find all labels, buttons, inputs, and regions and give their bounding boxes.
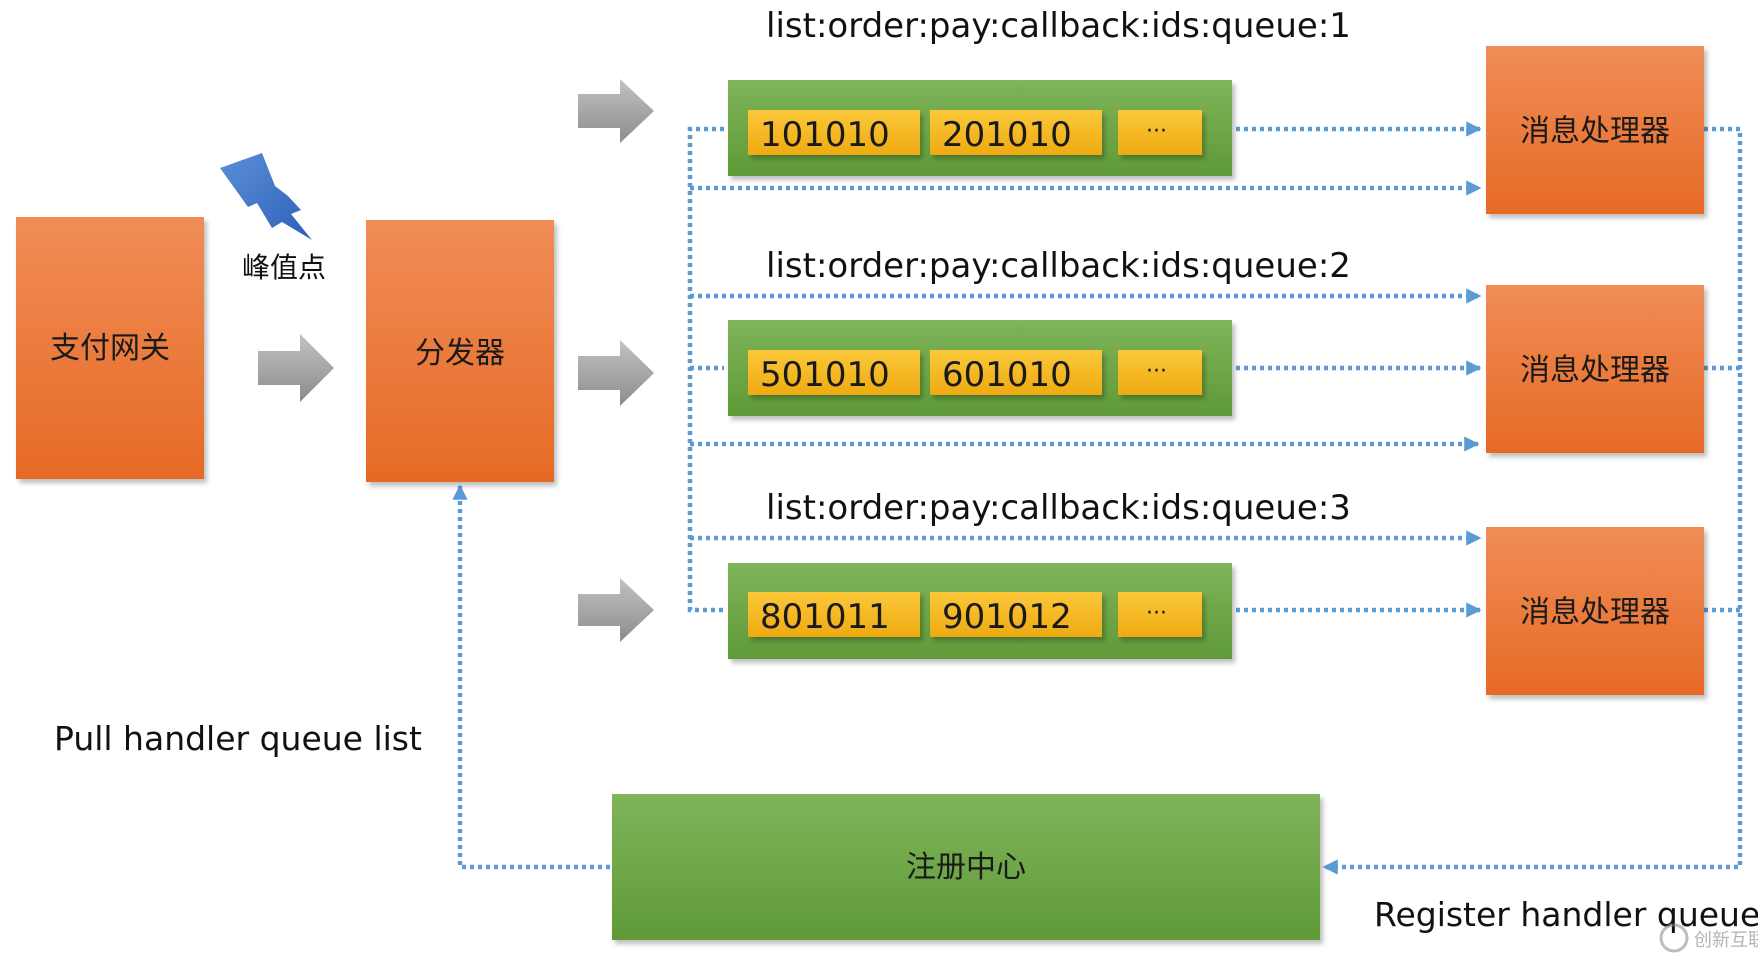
watermark-logo-icon [1659, 923, 1689, 953]
queue-2-item-1-text: 501010 [760, 355, 890, 395]
message-handler-3: 消息处理器 [1486, 527, 1704, 695]
queue-3-item-2-text: 901012 [942, 597, 1072, 637]
queue-1-label: list:order:pay:callback:ids:queue:1 [766, 6, 1351, 46]
queue-3-label: list:order:pay:callback:ids:queue:3 [766, 488, 1351, 528]
registry-label: 注册中心 [906, 850, 1026, 885]
pull-handler-label: Pull handler queue list [54, 719, 422, 758]
message-handler-2-label: 消息处理器 [1520, 353, 1670, 388]
queue-1-item-more-text: ··· [1146, 119, 1167, 144]
message-handler-1-label: 消息处理器 [1520, 114, 1670, 149]
peak-label: 峰值点 [242, 251, 326, 284]
flow-arrow-icon [578, 340, 654, 406]
connector-registry-dispatcher [452, 484, 610, 870]
queue-3-item-1-text: 801011 [760, 597, 890, 637]
queue-3-item-2 [930, 592, 1102, 637]
flow-arrow-icon [258, 334, 334, 402]
dispatcher-label: 分发器 [415, 336, 505, 371]
register-handler-label: Register handler queue [1374, 895, 1758, 934]
message-handler-3-label: 消息处理器 [1520, 595, 1670, 630]
queue-1-item-1 [748, 110, 920, 155]
watermark-text: 创新互联 [1694, 930, 1758, 951]
queue-1: 101010 201010 ··· [728, 80, 1232, 176]
queue-1-item-more [1118, 110, 1202, 155]
queue-1-item-1-text: 101010 [760, 115, 890, 155]
queue-2: 501010 601010 ··· [728, 320, 1232, 416]
message-handler-1: 消息处理器 [1486, 46, 1704, 214]
connector-lines [452, 121, 1743, 875]
queue-1-item-2-text: 201010 [942, 115, 1072, 155]
queue-2-item-2-text: 601010 [942, 355, 1072, 395]
queue-3-item-1 [748, 592, 920, 637]
queue-3: 801011 901012 ··· [728, 563, 1232, 659]
watermark: 创新互联 [1659, 923, 1758, 953]
payment-gateway-node: 支付网关 [16, 217, 204, 479]
flow-arrow-icon [578, 578, 654, 642]
payment-gateway-label: 支付网关 [50, 331, 170, 366]
queue-1-item-2 [930, 110, 1102, 155]
flow-arrow-icon [578, 79, 654, 143]
queue-2-item-2 [930, 350, 1102, 395]
registry-node: 注册中心 [612, 794, 1320, 940]
queue-2-label: list:order:pay:callback:ids:queue:2 [766, 246, 1351, 286]
lightning-bolt-icon [220, 153, 312, 240]
queue-2-item-more-text: ··· [1146, 359, 1167, 384]
queue-2-item-1 [748, 350, 920, 395]
dispatcher-node: 分发器 [366, 220, 554, 482]
queue-3-item-more-text: ··· [1146, 601, 1167, 626]
connector-right-register-bus [1322, 126, 1743, 875]
queue-2-item-more [1118, 350, 1202, 395]
message-handler-2: 消息处理器 [1486, 285, 1704, 453]
queue-3-item-more [1118, 592, 1202, 637]
flow-arrows [258, 79, 654, 642]
